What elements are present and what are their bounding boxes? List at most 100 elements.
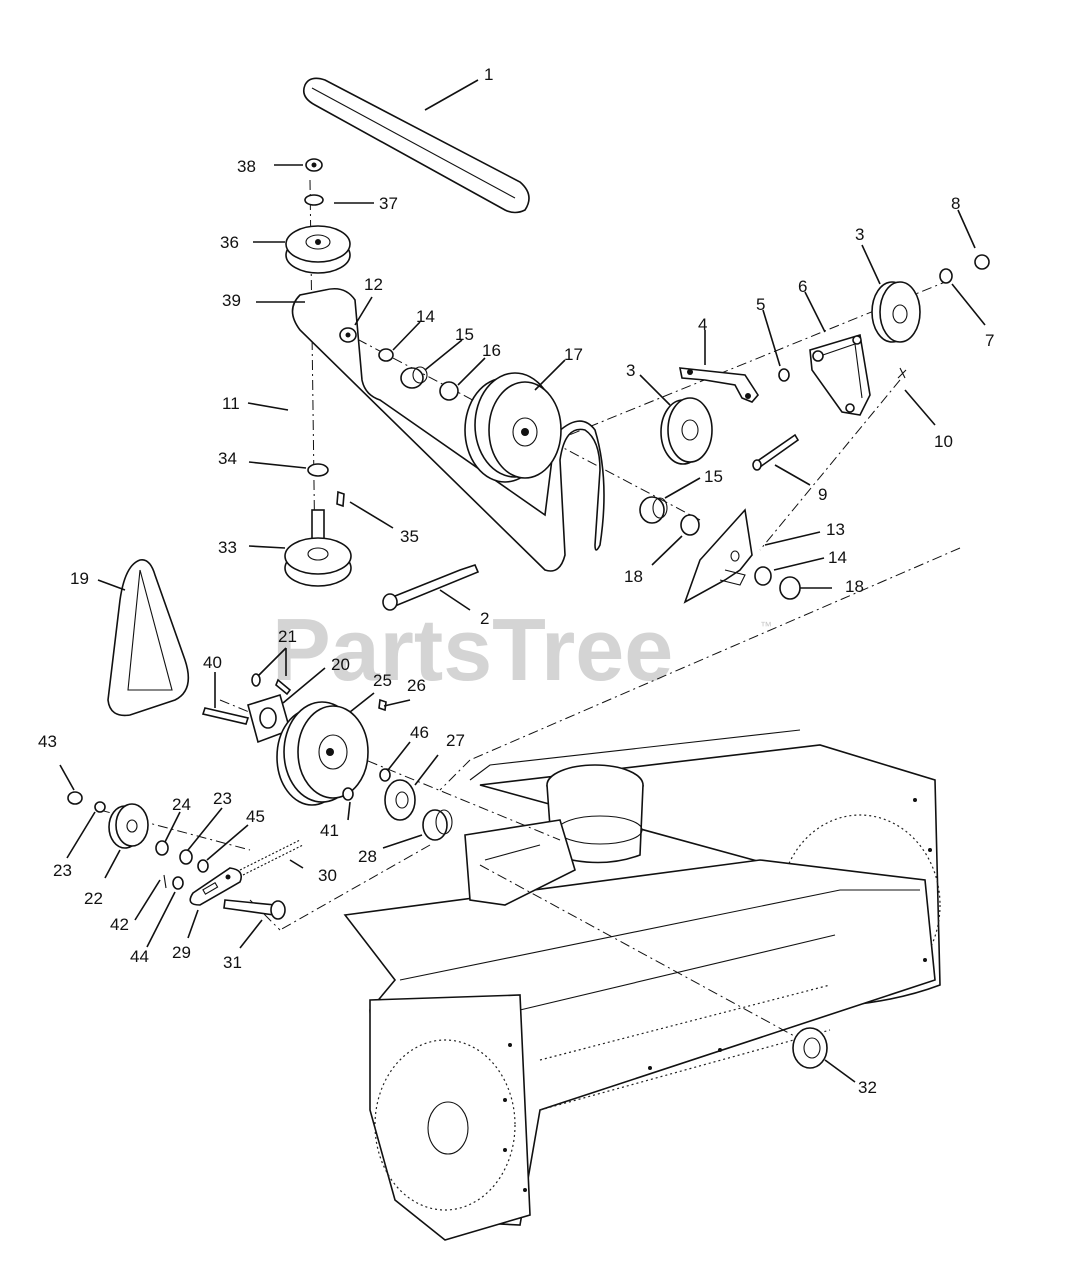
- pulley-25: [276, 701, 369, 806]
- callout-17: 17: [564, 345, 583, 364]
- callout-24: 24: [172, 795, 191, 814]
- callout-40: 40: [203, 653, 222, 672]
- bolt-2: [382, 564, 480, 611]
- pulley-33: [284, 509, 352, 587]
- callout-44: 44: [130, 947, 149, 966]
- callout-20: 20: [331, 655, 350, 674]
- bearing-15-lower: [639, 496, 668, 524]
- callout-32: 32: [858, 1078, 877, 1097]
- callout-10: 10: [934, 432, 953, 451]
- callout-15-lower: 15: [704, 467, 723, 486]
- nut-8: [974, 254, 990, 270]
- nut-43: [67, 791, 83, 805]
- nut-41: [342, 787, 354, 801]
- key-35: [336, 490, 345, 508]
- callout-29: 29: [172, 943, 191, 962]
- double-pulley-17: [464, 372, 562, 483]
- pin-42: [163, 874, 167, 889]
- idler-arm-29: [189, 867, 243, 906]
- callout-6: 6: [798, 277, 807, 296]
- washer-18-left: [680, 514, 700, 536]
- callout-22: 22: [84, 889, 103, 908]
- callout-23-left: 23: [53, 861, 72, 880]
- auger-housing: [343, 729, 941, 1241]
- callout-15-upper: 15: [455, 325, 474, 344]
- spacer-24: [155, 840, 169, 856]
- washer-44: [172, 876, 184, 890]
- callout-12: 12: [364, 275, 383, 294]
- bearing-32: [792, 1027, 828, 1069]
- callout-37: 37: [379, 194, 398, 213]
- callout-18-right: 18: [845, 577, 864, 596]
- washer-18-right: [779, 576, 801, 600]
- hex-nut-38: [305, 158, 323, 172]
- callout-27: 27: [446, 731, 465, 750]
- callout-33: 33: [218, 538, 237, 557]
- washer-5: [778, 368, 790, 382]
- spring-30: [239, 839, 304, 876]
- pin-9: [752, 433, 800, 471]
- key-26: [378, 698, 387, 712]
- idler-arm-6: [809, 333, 871, 416]
- washer-7: [939, 268, 953, 284]
- callout-7: 7: [985, 331, 994, 350]
- callout-2: 2: [480, 609, 489, 628]
- callout-4: 4: [698, 315, 707, 334]
- callout-42: 42: [110, 915, 129, 934]
- callouts: 1 2 3 3 4 5 6 7 8 9 10 11 12 13 14 14 15…: [38, 65, 994, 1097]
- callout-14-upper: 14: [416, 307, 435, 326]
- washer-23-left: [94, 801, 106, 813]
- callout-39: 39: [222, 291, 241, 310]
- idler-pulley-3-center: [660, 397, 713, 465]
- idler-pulley-3-right: [871, 281, 921, 343]
- washer-14: [378, 348, 394, 362]
- washer-45: [197, 859, 209, 873]
- trademark-symbol: ™: [760, 619, 772, 633]
- callout-14-lower: 14: [828, 548, 847, 567]
- callout-9: 9: [818, 485, 827, 504]
- bearing-28: [422, 809, 453, 841]
- callout-41: 41: [320, 821, 339, 840]
- callout-26: 26: [407, 676, 426, 695]
- callout-16: 16: [482, 341, 501, 360]
- callout-35: 35: [400, 527, 419, 546]
- callout-31: 31: [223, 953, 242, 972]
- callout-21: 21: [278, 627, 297, 646]
- callout-30: 30: [318, 866, 337, 885]
- callout-13: 13: [826, 520, 845, 539]
- drive-belt-upper: [302, 77, 530, 214]
- washer-23-right: [179, 849, 193, 865]
- idler-pulley-22: [108, 803, 149, 849]
- bolt-40: [201, 707, 250, 725]
- belt-guard-13: [683, 508, 753, 604]
- leader-lines: [59, 79, 986, 1083]
- bearing-flange-27: [384, 779, 416, 821]
- bolt-31: [223, 899, 286, 920]
- washer-37: [304, 194, 324, 206]
- callout-34: 34: [218, 449, 237, 468]
- nut-46: [379, 768, 391, 782]
- callout-5: 5: [756, 295, 765, 314]
- callout-3-right: 3: [855, 225, 864, 244]
- watermark-text: PartsTree: [272, 600, 673, 699]
- pulley-36: [285, 225, 351, 274]
- v-belt-19: [107, 558, 190, 717]
- washer-14-right: [754, 566, 772, 586]
- bracket-4: [679, 367, 759, 403]
- callout-23-right: 23: [213, 789, 232, 808]
- spacer-16: [439, 381, 459, 401]
- callout-45: 45: [246, 807, 265, 826]
- callout-3-center: 3: [626, 361, 635, 380]
- callout-18-left: 18: [624, 567, 643, 586]
- callout-46: 46: [410, 723, 429, 742]
- hex-nut-12: [339, 327, 357, 343]
- set-screws-21: [251, 673, 292, 696]
- callout-1: 1: [484, 65, 493, 84]
- callout-36: 36: [220, 233, 239, 252]
- callout-11: 11: [222, 394, 240, 413]
- bearing-15: [400, 366, 428, 389]
- spacer-34: [307, 463, 329, 477]
- callout-38: 38: [237, 157, 256, 176]
- callout-25: 25: [373, 671, 392, 690]
